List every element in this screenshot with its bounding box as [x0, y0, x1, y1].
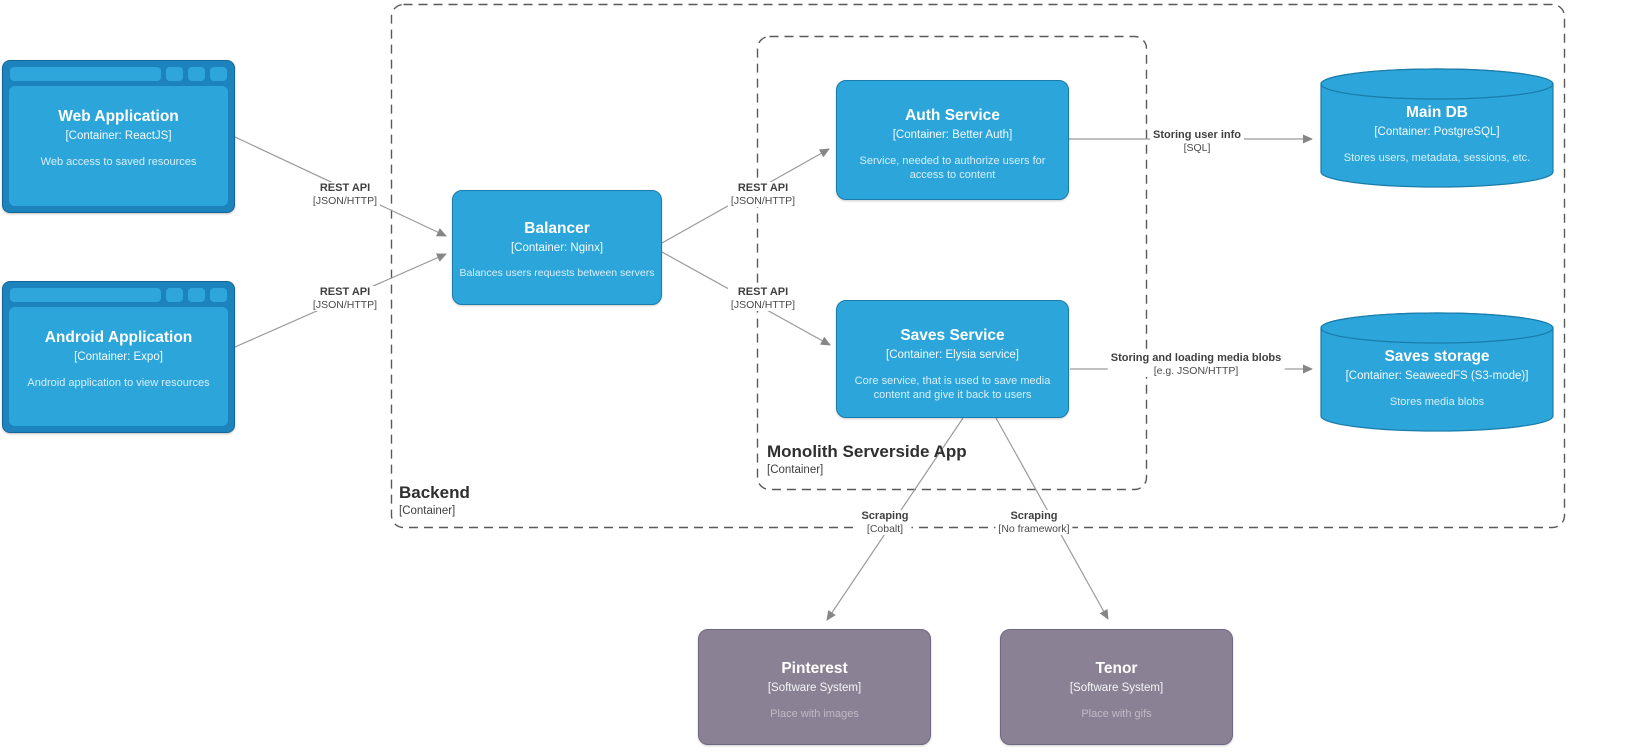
- browser-button-icon: [210, 67, 227, 81]
- balancer-node[interactable]: Balancer [Container: Nginx] Balances use…: [452, 190, 662, 305]
- node-title: Auth Service: [905, 107, 1000, 124]
- edge-label-text: REST API: [737, 182, 789, 194]
- edge-label-saves-to-tenor: Scraping [No framework]: [995, 510, 1073, 536]
- browser-button-icon: [188, 288, 205, 302]
- node-title: Android Application: [44, 329, 193, 346]
- node-description: Core service, that is used to save media…: [854, 374, 1051, 401]
- node-title: Web Application: [58, 108, 179, 125]
- edge-tech-text: [SQL]: [1183, 141, 1211, 154]
- browser-address-bar-icon: [10, 288, 161, 302]
- android-application-node[interactable]: Android Application [Container: Expo] An…: [2, 281, 235, 433]
- node-description: Place with gifs: [1081, 707, 1152, 720]
- backend-boundary-label: Backend [Container]: [399, 483, 470, 518]
- edge-label-auth-to-main-db: Storing user info [SQL]: [1150, 129, 1244, 155]
- node-title: Balancer: [524, 220, 590, 237]
- browser-address-bar-icon: [10, 67, 161, 81]
- edge-label-text: REST API: [319, 182, 371, 194]
- edge-label-text: REST API: [319, 286, 371, 298]
- edge-tech-text: [JSON/HTTP]: [312, 194, 378, 207]
- node-type-label: [Software System]: [1069, 681, 1164, 694]
- node-type-label: [Container: Nginx]: [510, 241, 604, 254]
- pinterest-node[interactable]: Pinterest [Software System] Place with i…: [698, 629, 931, 745]
- edge-tech-text: [JSON/HTTP]: [730, 298, 796, 311]
- tenor-node[interactable]: Tenor [Software System] Place with gifs: [1000, 629, 1233, 745]
- node-description: Service, needed to authorize users for a…: [859, 154, 1046, 181]
- node-title: Saves Service: [900, 327, 1005, 344]
- edge-tech-text: [Cobalt]: [866, 522, 904, 535]
- node-type-label: [Container: PostgreSQL]: [1374, 125, 1500, 138]
- auth-service-node[interactable]: Auth Service [Container: Better Auth] Se…: [836, 80, 1069, 200]
- saves-service-node[interactable]: Saves Service [Container: Elysia service…: [836, 300, 1069, 418]
- edge-tech-text: [e.g. JSON/HTTP]: [1153, 364, 1239, 377]
- node-description: Stores media blobs: [1389, 395, 1485, 408]
- node-description: Android application to view resources: [27, 376, 210, 389]
- edge-label-text: REST API: [737, 286, 789, 298]
- node-type-label: [Container: Elysia service]: [886, 348, 1019, 361]
- node-body: Saves storage [Container: SeaweedFS (S3-…: [1320, 312, 1554, 409]
- edge-label-text: Storing and loading media blobs: [1110, 352, 1282, 364]
- node-title: Saves storage: [1384, 348, 1490, 365]
- node-type-label: [Container: ReactJS]: [65, 129, 172, 142]
- browser-button-icon: [210, 288, 227, 302]
- edge-label-text: Scraping: [861, 510, 909, 522]
- node-description: Balances users requests between servers: [459, 266, 655, 279]
- node-title: Main DB: [1406, 104, 1468, 121]
- edge-label-balancer-to-saves: REST API [JSON/HTTP]: [727, 286, 799, 312]
- node-type-label: [Container: Better Auth]: [892, 128, 1013, 141]
- edge-label-saves-to-storage: Storing and loading media blobs [e.g. JS…: [1107, 352, 1285, 378]
- web-application-node[interactable]: Web Application [Container: ReactJS] Web…: [2, 60, 235, 213]
- node-body: Web Application [Container: ReactJS] Web…: [9, 86, 228, 206]
- edge-label-web-to-balancer: REST API [JSON/HTTP]: [309, 182, 381, 208]
- edge-label-text: Storing user info: [1153, 129, 1241, 141]
- node-description: Web access to saved resources: [40, 155, 197, 168]
- edge-label-saves-to-pinterest: Scraping [Cobalt]: [858, 510, 912, 536]
- main-db-node[interactable]: Main DB [Container: PostgreSQL] Stores u…: [1320, 68, 1554, 188]
- node-type-label: [Container: Expo]: [74, 350, 163, 363]
- browser-chrome-bar: [10, 288, 227, 302]
- node-description: Place with images: [770, 707, 859, 720]
- monolith-boundary-title: Monolith Serverside App: [767, 442, 967, 461]
- node-type-label: [Container: SeaweedFS (S3-mode)]: [1345, 369, 1529, 382]
- node-type-label: [Software System]: [767, 681, 862, 694]
- browser-button-icon: [166, 67, 183, 81]
- edge-label-balancer-to-auth: REST API [JSON/HTTP]: [727, 182, 799, 208]
- monolith-boundary-label: Monolith Serverside App [Container]: [767, 442, 967, 477]
- edge-tech-text: [No framework]: [998, 522, 1070, 535]
- node-description: Stores users, metadata, sessions, etc.: [1343, 151, 1531, 164]
- edge-tech-text: [JSON/HTTP]: [730, 194, 796, 207]
- node-body: Android Application [Container: Expo] An…: [9, 307, 228, 426]
- edge-tech-text: [JSON/HTTP]: [312, 298, 378, 311]
- edge-label-android-to-balancer: REST API [JSON/HTTP]: [309, 286, 381, 312]
- backend-boundary-type: [Container]: [399, 504, 456, 517]
- node-body: Main DB [Container: PostgreSQL] Stores u…: [1320, 68, 1554, 165]
- browser-button-icon: [166, 288, 183, 302]
- monolith-boundary-type: [Container]: [767, 463, 824, 476]
- browser-button-icon: [188, 67, 205, 81]
- saves-storage-node[interactable]: Saves storage [Container: SeaweedFS (S3-…: [1320, 312, 1554, 432]
- browser-chrome-bar: [10, 67, 227, 81]
- node-title: Pinterest: [781, 660, 848, 677]
- node-title: Tenor: [1095, 660, 1138, 677]
- backend-boundary-title: Backend: [399, 483, 470, 502]
- edge-label-text: Scraping: [1010, 510, 1058, 522]
